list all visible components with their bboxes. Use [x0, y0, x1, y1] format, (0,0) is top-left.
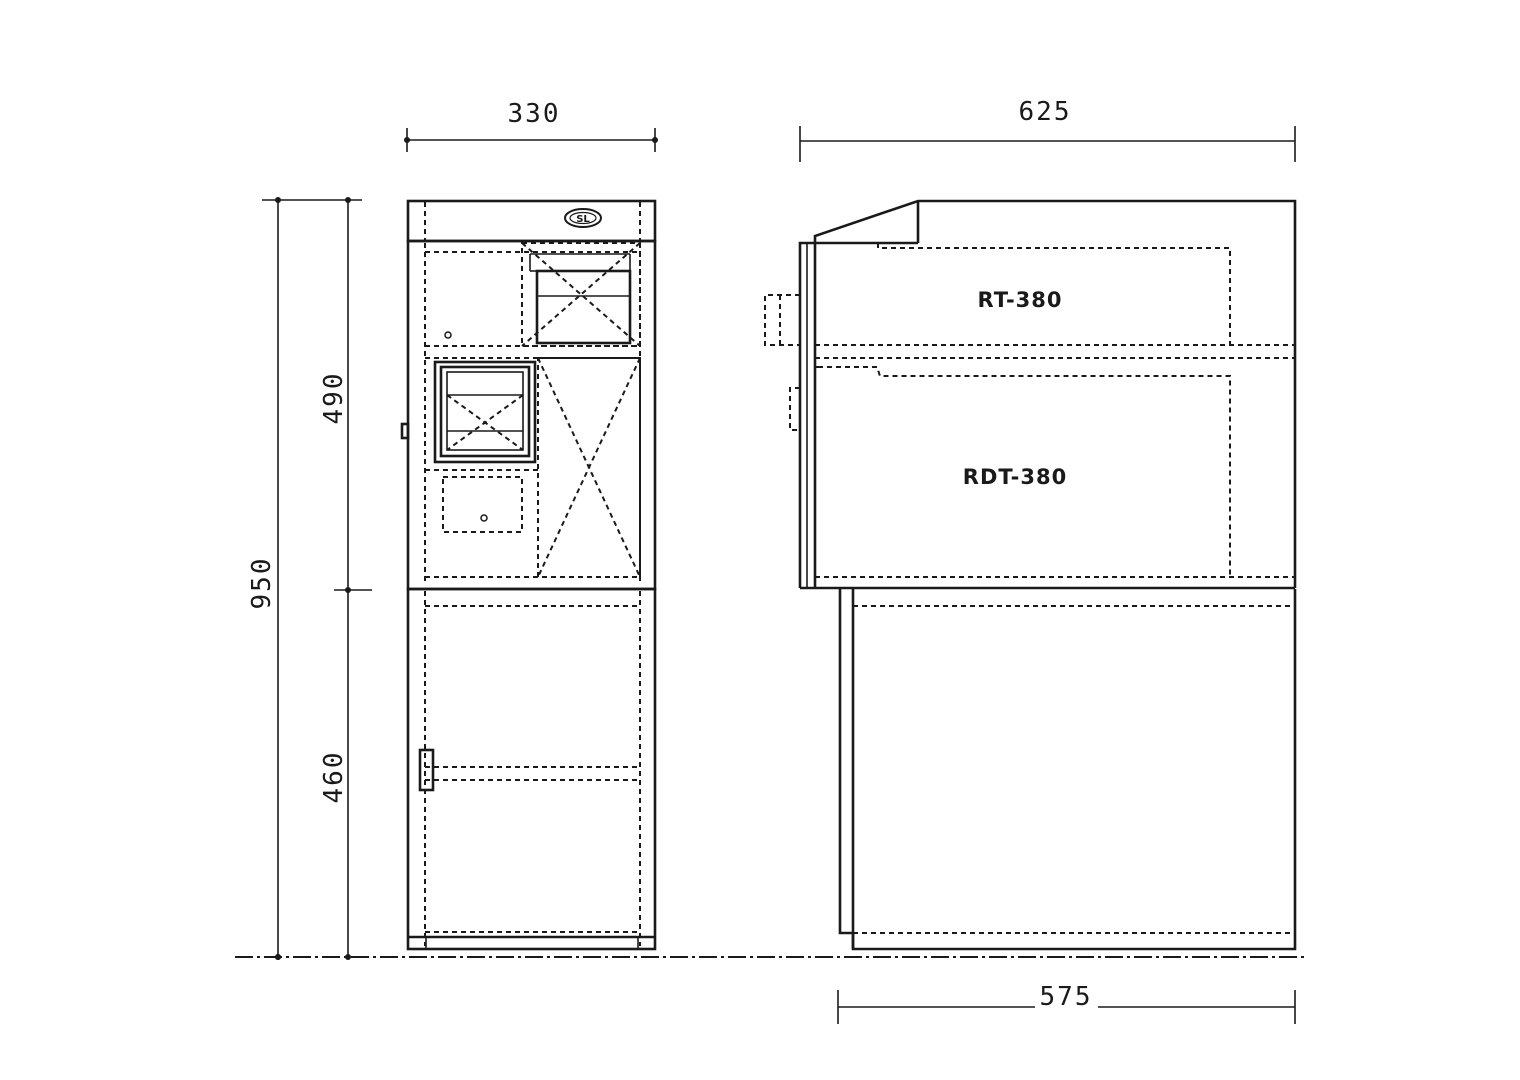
upper-height-label: 490: [319, 372, 349, 425]
front-width-label: 330: [508, 99, 561, 129]
side-depth-top-label: 625: [1019, 97, 1072, 127]
dimension-side-depth-top: 625: [799, 97, 1296, 162]
dimension-upper-height: 490 460: [319, 197, 372, 960]
lower-height-label: 460: [319, 751, 349, 804]
total-height-label: 950: [247, 557, 277, 610]
logo-mark: SL: [576, 214, 590, 225]
upper-unit-label: RT-380: [977, 288, 1062, 312]
dimension-side-depth-bottom: 575: [837, 982, 1296, 1024]
dimension-total-height: 950: [247, 197, 362, 960]
brand-logo-icon: SL: [564, 208, 602, 228]
side-view: RT-380 RDT-380: [764, 199, 1297, 951]
side-depth-bottom-label: 575: [1040, 982, 1093, 1012]
lower-unit-label: RDT-380: [963, 465, 1067, 489]
front-view: SL: [400, 199, 657, 951]
dimension-front-width: 330: [404, 99, 658, 152]
